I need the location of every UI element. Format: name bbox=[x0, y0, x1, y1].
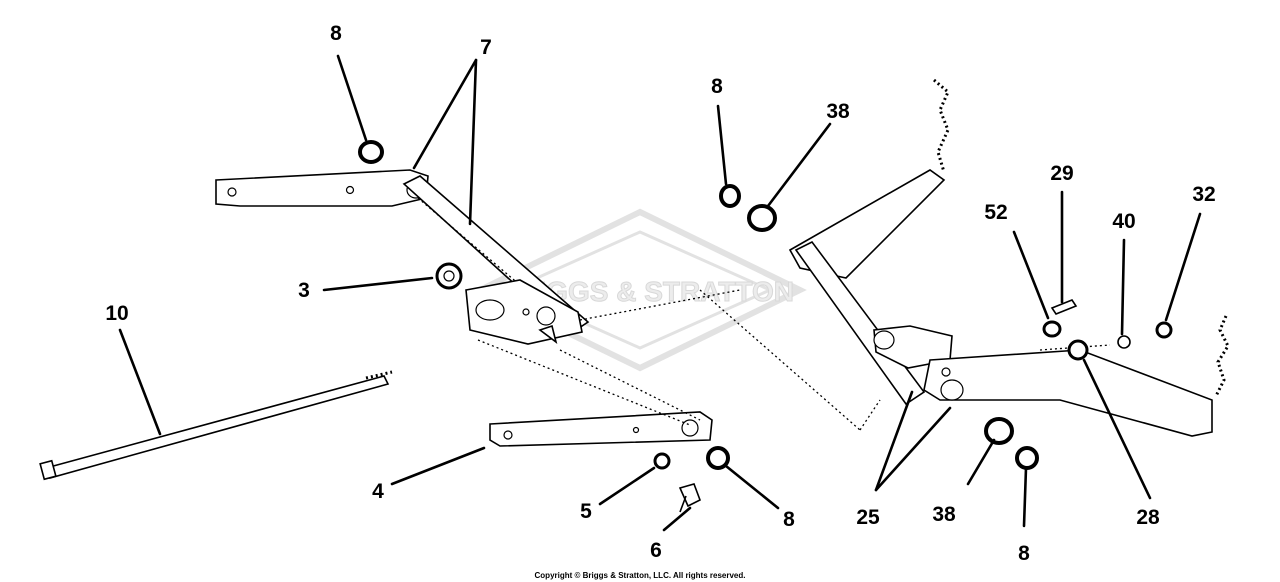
part-6-bolt bbox=[678, 483, 702, 513]
callout-5: 5 bbox=[580, 500, 592, 523]
copyright-notice: Copyright © Briggs & Stratton, LLC. All … bbox=[535, 571, 746, 580]
callout-8: 8 bbox=[330, 22, 342, 45]
part-38-washer-top bbox=[747, 204, 777, 232]
callout-8: 8 bbox=[711, 75, 723, 98]
left-center-plate bbox=[465, 279, 583, 345]
part-38-washer-bottom bbox=[984, 417, 1014, 445]
callout-8: 8 bbox=[1018, 542, 1030, 565]
callout-25: 25 bbox=[856, 506, 880, 529]
leader-lines bbox=[118, 54, 1202, 532]
left-upper-arm bbox=[215, 169, 429, 207]
callout-29: 29 bbox=[1050, 162, 1073, 185]
part-10-rod bbox=[39, 370, 393, 481]
callout-6: 6 bbox=[650, 539, 662, 562]
callout-38: 38 bbox=[932, 503, 956, 526]
callout-38: 38 bbox=[826, 100, 850, 123]
callout-4: 4 bbox=[372, 480, 384, 503]
part-40-spacer bbox=[1117, 335, 1131, 349]
callout-3: 3 bbox=[298, 279, 310, 302]
callout-8: 8 bbox=[783, 508, 795, 531]
right-lower-arm bbox=[923, 349, 1213, 437]
part-5-nut bbox=[653, 452, 671, 470]
part-8-washer-lower-left bbox=[706, 446, 730, 470]
right-upper-chain bbox=[788, 78, 950, 279]
right-lift-shaft bbox=[794, 240, 926, 406]
callout-labels: 8 7 3 10 4 5 6 8 8 38 52 29 40 32 25 38 … bbox=[105, 22, 1215, 565]
callout-40: 40 bbox=[1112, 210, 1135, 233]
part-8-washer-top-left bbox=[358, 140, 384, 164]
callout-7: 7 bbox=[480, 36, 492, 59]
part-32-nut bbox=[1155, 321, 1173, 339]
left-lower-arm bbox=[489, 411, 713, 447]
part-29-pin bbox=[1050, 299, 1078, 315]
part-8-washer-bottom-right bbox=[1015, 446, 1039, 470]
callout-10: 10 bbox=[105, 302, 128, 325]
callout-52: 52 bbox=[984, 201, 1007, 224]
callout-32: 32 bbox=[1192, 183, 1215, 206]
part-52-clip bbox=[1042, 320, 1062, 338]
callout-28: 28 bbox=[1136, 506, 1160, 529]
right-lower-chain bbox=[1214, 315, 1230, 397]
part-3-bushing bbox=[435, 262, 463, 290]
part-8-washer-top-right bbox=[719, 184, 741, 208]
part-28-bushing bbox=[1067, 339, 1089, 361]
